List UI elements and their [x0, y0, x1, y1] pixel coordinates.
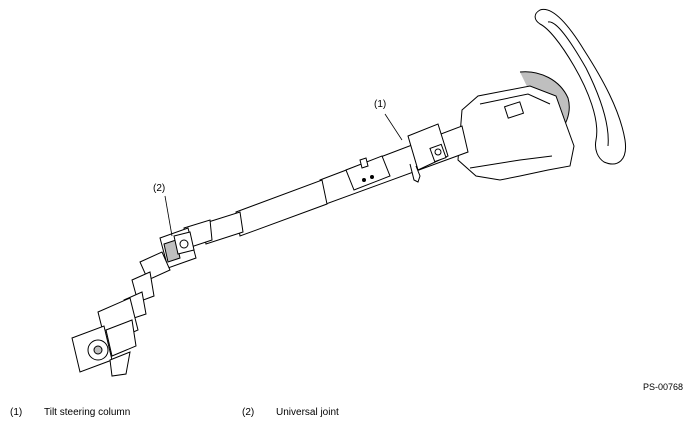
legend-item-2: (2) Universal joint — [242, 407, 339, 418]
callout-2-label: (2) — [153, 183, 166, 194]
lower-shaft — [235, 179, 328, 237]
legend-text: Universal joint — [276, 407, 339, 418]
legend-number: (1) — [10, 407, 23, 418]
universal-joint — [159, 227, 197, 269]
lower-joint — [71, 297, 139, 377]
column-cover — [457, 85, 575, 181]
tilt-steering-column — [319, 123, 469, 205]
legend: (1) Tilt steering column (2) Universal j… — [10, 407, 339, 418]
callout-2-leader — [164, 195, 173, 237]
steering-column-diagram — [71, 8, 627, 377]
callout-1-leader — [384, 113, 403, 141]
callout-1-label: (1) — [374, 99, 387, 110]
cover-switch — [503, 101, 525, 119]
legend-number: (2) — [242, 407, 255, 418]
figure-code: PS-00768 — [642, 382, 683, 392]
legend-item-1: (1) Tilt steering column — [10, 407, 242, 418]
legend-text: Tilt steering column — [44, 407, 131, 418]
